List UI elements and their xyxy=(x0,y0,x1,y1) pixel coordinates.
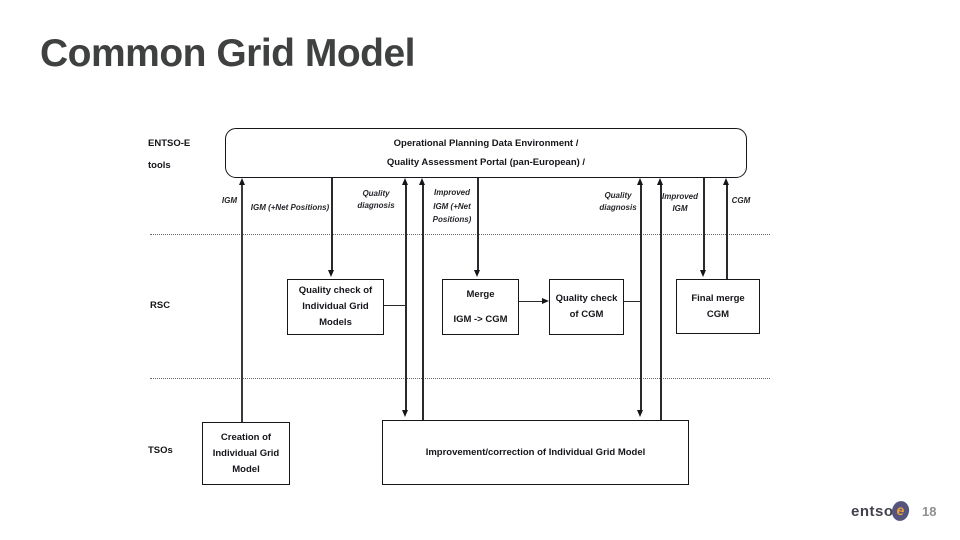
box-text-line: Individual Grid xyxy=(302,301,369,312)
box-text-line: Individual Grid xyxy=(212,447,280,459)
line-quality-diagnosis-2 xyxy=(640,184,642,410)
flow-label-line: Improved xyxy=(433,188,470,197)
lane-label-tsos: TSOs xyxy=(148,445,173,456)
entsoe-logo: entso e xyxy=(851,499,911,523)
flow-label-line: IGM (+Net xyxy=(433,201,471,211)
lane-separator-top xyxy=(150,234,770,235)
arrowhead-igm-up-icon xyxy=(238,177,245,185)
arrowhead-cgm-to-finalmerge-down-icon xyxy=(700,270,707,277)
box-text-line: IGM -> CGM xyxy=(453,313,508,325)
line-cgm-to-finalmerge-down xyxy=(703,178,705,270)
box-text-line: Models xyxy=(319,317,352,328)
stub-qccgm-to-diag2 xyxy=(622,301,641,303)
box-text-line: Quality check xyxy=(555,293,618,304)
arrowhead-quality-diag1-down-icon xyxy=(402,410,409,417)
box-text-line: Final merge xyxy=(691,292,745,304)
lane-label-entsoe: ENTSO-E tools xyxy=(148,138,190,171)
opde-box-line1: Operational Planning Data Environment / xyxy=(393,137,579,149)
opde-box-line2: Quality Assessment Portal (pan-European)… xyxy=(386,157,586,169)
box-merge-igm-cgm: Merge IGM -> CGM xyxy=(442,279,519,335)
stub-qcigm-to-diag1 xyxy=(382,305,406,307)
flow-label-improved-igm: Improved IGM xyxy=(658,191,702,215)
arrowhead-quality-diag2-up-icon xyxy=(637,177,644,185)
flow-label-quality-diagnosis-2: Quality diagnosis xyxy=(596,190,640,214)
flow-label-cgm: CGM xyxy=(731,196,751,205)
lane-label-entsoe-line2: tools xyxy=(148,160,171,171)
flow-label-line: Quality xyxy=(604,191,632,200)
lane-label-entsoe-line1: ENTSO-E xyxy=(148,138,191,149)
box-text-line: CGM xyxy=(706,308,730,320)
line-improved-igm-up xyxy=(660,184,662,420)
arrowhead-quality-diag1-up-icon xyxy=(402,177,409,185)
page-title: Common Grid Model xyxy=(40,32,416,75)
flow-label-quality-diagnosis-1: Quality diagnosis xyxy=(350,188,402,212)
arrowhead-merge-to-qccgm-icon xyxy=(542,298,549,305)
box-text-line: Model xyxy=(232,463,260,475)
flow-label-line: Improved xyxy=(661,192,698,201)
flow-label-line: diagnosis xyxy=(599,203,637,212)
arrowhead-igm-to-merge-down-icon xyxy=(474,270,481,277)
flow-label-igm: IGM xyxy=(221,196,237,205)
box-quality-check-igm: Quality check of Individual Grid Models xyxy=(287,279,384,335)
lane-label-rsc: RSC xyxy=(150,300,171,311)
flow-label-line: Positions) xyxy=(432,215,472,224)
line-cgm-up xyxy=(726,184,728,279)
box-final-merge-cgm: Final merge CGM xyxy=(676,279,760,334)
page-number: 18 xyxy=(922,504,937,519)
lane-separator-bottom xyxy=(150,378,770,379)
box-text-line: Creation of xyxy=(220,431,272,443)
flow-label-line: diagnosis xyxy=(357,201,395,210)
line-igm-to-merge-down xyxy=(477,178,479,270)
box-text-line: Merge xyxy=(466,288,495,300)
box-text-line: Quality check of xyxy=(298,285,373,296)
box-text-line: of CGM xyxy=(569,309,604,320)
flow-label-igm-net-positions: IGM (+Net Positions) xyxy=(250,203,330,212)
arrowhead-igm-net-down-icon xyxy=(328,270,335,277)
arrowhead-improved-igm-net-up-icon xyxy=(419,177,426,185)
box-creation-igm: Creation of Individual Grid Model xyxy=(202,422,290,485)
entsoe-logo-text: entso xyxy=(851,502,894,520)
line-quality-diagnosis-1 xyxy=(405,184,407,411)
connector-merge-to-qccgm xyxy=(517,301,543,303)
flow-label-line: IGM xyxy=(672,204,688,213)
flow-label-line: Quality xyxy=(362,189,390,198)
arrowhead-cgm-up-icon xyxy=(723,177,730,185)
arrowhead-improved-igm-up-icon xyxy=(657,177,664,185)
line-improved-igm-net-up xyxy=(422,184,424,420)
line-igm-net-down xyxy=(331,178,333,270)
line-igm-up xyxy=(241,184,244,422)
arrowhead-quality-diag2-down-icon xyxy=(637,410,644,417)
flow-label-improved-igm-net: Improved IGM (+Net Positions) xyxy=(426,186,478,227)
box-improvement-correction-igm: Improvement/correction of Individual Gri… xyxy=(382,420,689,485)
opde-portal-box: Operational Planning Data Environment / … xyxy=(225,128,747,178)
box-quality-check-cgm: Quality check of CGM xyxy=(549,279,624,335)
